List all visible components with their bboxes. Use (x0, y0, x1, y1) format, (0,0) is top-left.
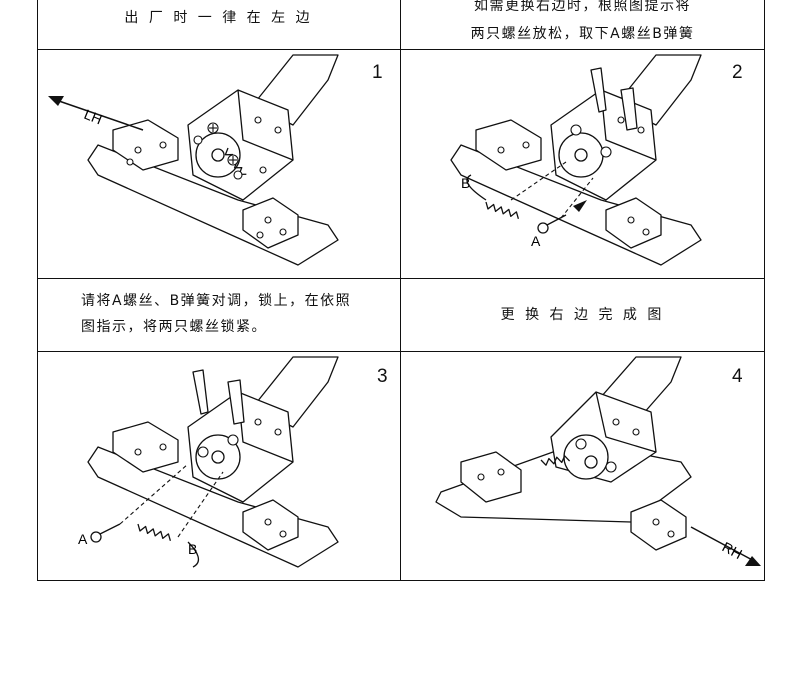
spring (540, 455, 571, 466)
lh-label: LH (82, 106, 105, 128)
illustration-panel-2: A B (450, 54, 702, 266)
caption-text-line1: 请将A螺丝、B弹簧对调，锁上，在依照 (81, 293, 352, 309)
label-b: B (188, 541, 197, 557)
caption-text: 出 厂 时 一 律 在 左 边 (124, 10, 313, 26)
label-b: B (461, 175, 470, 191)
caption-swap-instructions: 请将A螺丝、B弹簧对调，锁上，在依照 图指示，将两只螺丝锁紧。 (81, 288, 391, 344)
spring-b (485, 201, 520, 220)
spring-b (137, 523, 172, 542)
screwdriver-icon (192, 369, 209, 415)
panel-number-1: 1 (372, 62, 383, 83)
screw-a-icon (537, 222, 549, 234)
label-a: A (531, 233, 541, 249)
rh-arrow (690, 526, 761, 566)
panel-number-4: 4 (732, 366, 743, 387)
right-bracket (605, 197, 662, 249)
label-a: A (78, 531, 88, 547)
left-bracket (112, 421, 179, 473)
illustration-panel-1: LH (48, 54, 339, 266)
caption-change-right-instructions: 如需更换右边时，根照图提示将 两只螺丝放松，取下A螺丝B弹簧 (401, 0, 764, 48)
table-grid (37, 0, 765, 581)
panel-number-3: 3 (377, 366, 388, 387)
caption-factory-default: 出 厂 时 一 律 在 左 边 (37, 0, 400, 36)
left-bracket (112, 119, 179, 171)
screw-a-icon (90, 531, 102, 543)
illustration-panel-4: RH (435, 356, 761, 566)
caption-text-line2: 图指示，将两只螺丝锁紧。 (81, 319, 267, 335)
caption-text-line1: 如需更换右边时，根照图提示将 (474, 0, 691, 14)
right-bracket (242, 499, 299, 551)
screwdriver-icon (227, 379, 245, 425)
right-bracket (630, 499, 687, 551)
lh-arrow (48, 96, 144, 131)
caption-text: 更 换 右 边 完 成 图 (500, 307, 665, 323)
caption-text-line2: 两只螺丝放松，取下A螺丝B弹簧 (470, 26, 695, 42)
instruction-sheet: 出 厂 时 一 律 在 左 边 如需更换右边时，根照图提示将 两只螺丝放松，取下… (37, 0, 765, 581)
caption-right-complete: 更 换 右 边 完 成 图 (401, 279, 764, 351)
screwdriver-icon (620, 87, 638, 131)
rh-label: RH (720, 539, 745, 563)
illustration-panel-3: A B (78, 356, 339, 568)
left-bracket (460, 451, 522, 503)
left-bracket (475, 119, 542, 171)
panel-number-2: 2 (732, 62, 743, 83)
screwdriver-icon (590, 67, 607, 113)
